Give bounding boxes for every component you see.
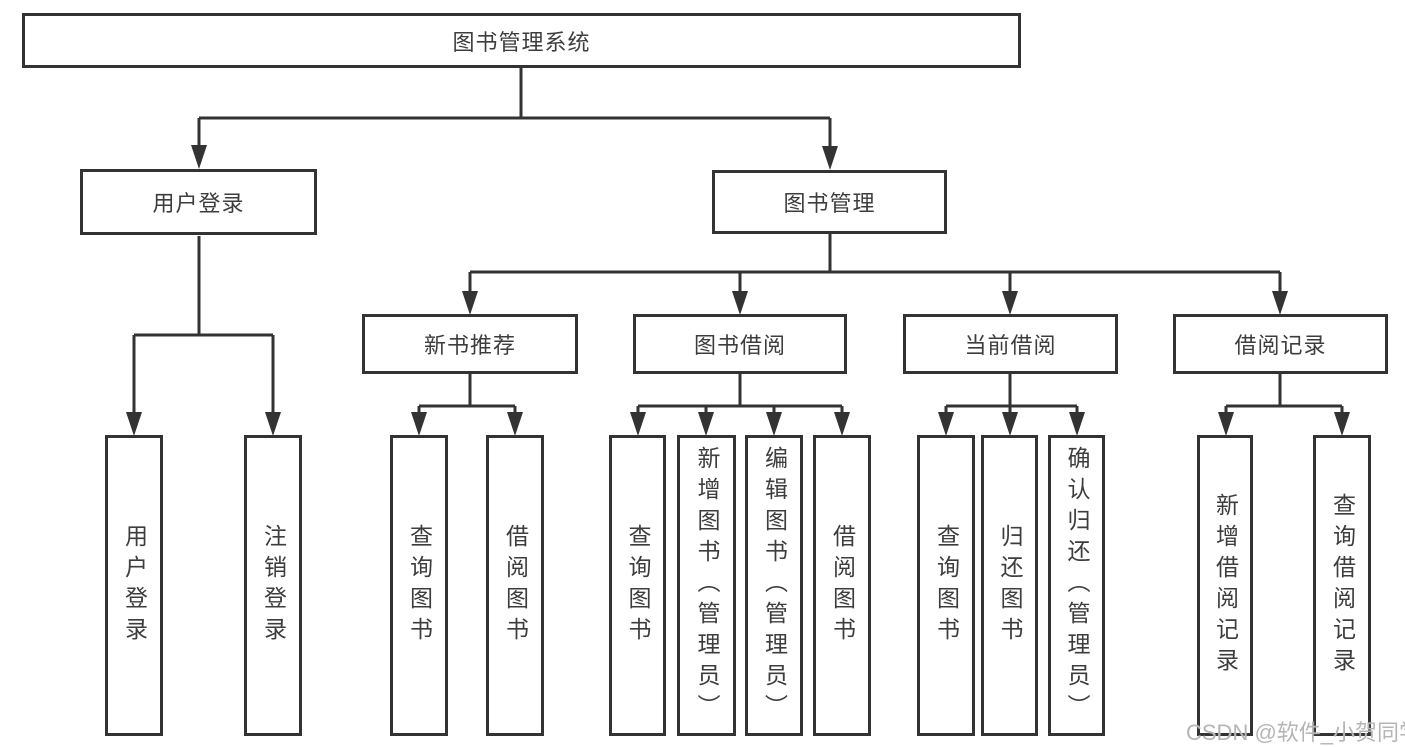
leaf-query-borrow-record-label: 查询借阅记录: [1329, 492, 1356, 679]
leaf-logout-label: 注销登录: [260, 523, 287, 648]
watermark: CSDN @软件_小贺同学: [1186, 720, 1405, 745]
leaf-borrowing-query-books-label: 查询图书: [625, 523, 651, 648]
leaf-current-query-books: 查询图书: [917, 435, 975, 736]
leaf-borrowing-borrow-books: 借阅图书: [813, 435, 871, 736]
node-borrowing-records: 借阅记录: [1173, 314, 1388, 374]
node-borrowing-records-label: 借阅记录: [1234, 333, 1327, 358]
node-root: 图书管理系统: [22, 13, 1021, 68]
leaf-return-books-label: 归还图书: [997, 523, 1023, 648]
node-book-borrowing: 图书借阅: [633, 314, 847, 374]
node-new-book-recommend-label: 新书推荐: [423, 333, 516, 358]
leaf-add-borrow-record: 新增借阅记录: [1197, 435, 1253, 736]
leaf-recommend-query-books-label: 查询图书: [406, 523, 433, 648]
arrowheads: [126, 145, 1350, 436]
leaf-return-books: 归还图书: [981, 435, 1038, 736]
leaf-add-books-admin-label: 新增图书（管理员）: [694, 446, 720, 725]
node-user-login-branch: 用户登录: [80, 169, 317, 235]
leaf-logout: 注销登录: [244, 435, 302, 736]
leaf-edit-books-admin-label: 编辑图书（管理员）: [761, 446, 788, 725]
node-book-management: 图书管理: [712, 170, 947, 234]
node-root-label: 图书管理系统: [452, 29, 591, 55]
leaf-add-borrow-record-label: 新增借阅记录: [1212, 492, 1239, 679]
node-new-book-recommend: 新书推荐: [362, 314, 578, 374]
leaf-user-login: 用户登录: [105, 435, 163, 736]
node-current-borrowing: 当前借阅: [903, 314, 1118, 374]
leaf-recommend-borrow-books: 借阅图书: [486, 435, 544, 736]
leaf-confirm-return-admin: 确认归还（管理员）: [1048, 435, 1105, 736]
node-current-borrowing-label: 当前借阅: [964, 333, 1057, 358]
leaf-recommend-borrow-books-label: 借阅图书: [502, 523, 529, 648]
leaf-confirm-return-admin-label: 确认归还（管理员）: [1064, 446, 1090, 725]
node-book-borrowing-label: 图书借阅: [693, 333, 786, 358]
node-user-login-branch-label: 用户登录: [152, 191, 245, 216]
leaf-borrowing-borrow-books-label: 借阅图书: [829, 523, 856, 648]
leaf-query-borrow-record: 查询借阅记录: [1313, 435, 1371, 736]
node-book-management-label: 图书管理: [783, 191, 876, 216]
leaf-recommend-query-books: 查询图书: [390, 435, 448, 736]
leaf-borrowing-query-books: 查询图书: [609, 435, 666, 736]
leaf-edit-books-admin: 编辑图书（管理员）: [745, 435, 803, 736]
leaf-user-login-label: 用户登录: [121, 523, 148, 648]
leaf-add-books-admin: 新增图书（管理员）: [677, 435, 736, 736]
leaf-current-query-books-label: 查询图书: [933, 523, 960, 648]
